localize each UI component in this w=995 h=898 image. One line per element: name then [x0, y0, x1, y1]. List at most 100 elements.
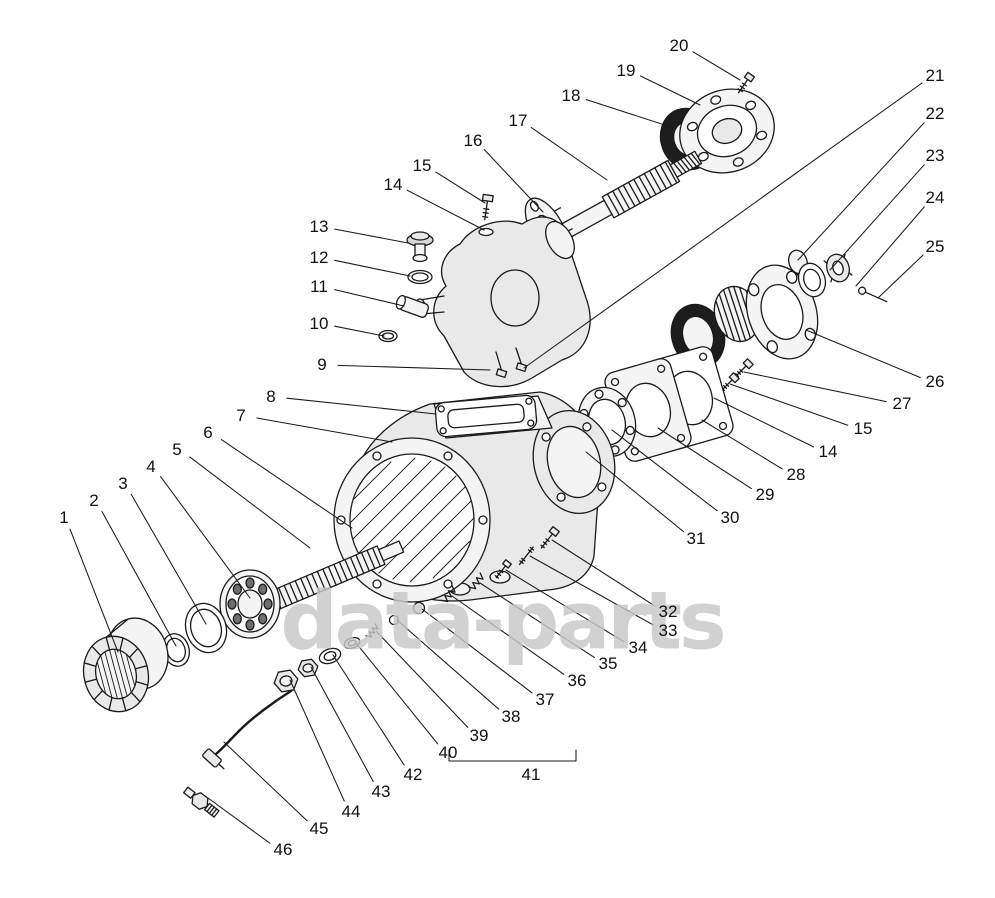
callout-17: 17 [508, 111, 528, 130]
callout-43: 43 [371, 782, 391, 801]
callout-28: 28 [786, 465, 806, 484]
leader-45 [223, 741, 308, 822]
leader-26 [805, 329, 921, 379]
callout-4: 4 [146, 457, 156, 476]
leader-24 [855, 206, 925, 287]
leader-40 [355, 642, 439, 745]
callout-19: 19 [616, 61, 636, 80]
leader-15b [729, 383, 849, 426]
callout-24: 24 [925, 188, 945, 207]
callout-6: 6 [203, 423, 213, 442]
leader-42 [332, 654, 405, 766]
leader-28 [701, 419, 783, 470]
bolt-32 [540, 526, 560, 549]
sealing-ring-12 [407, 269, 433, 285]
callout-10: 10 [309, 314, 329, 333]
union-fitting [183, 786, 220, 818]
leader-16 [483, 148, 544, 213]
callout-2: 2 [89, 491, 99, 510]
callout-20: 20 [669, 36, 689, 55]
leader-44 [289, 679, 345, 802]
callout-37: 37 [535, 690, 555, 709]
callout-23: 23 [925, 146, 945, 165]
ball-38 [388, 614, 400, 626]
callout-7: 7 [236, 406, 246, 425]
leader-37 [421, 608, 533, 694]
leader-4 [160, 476, 251, 599]
washer-42 [318, 647, 342, 665]
callout-8: 8 [266, 387, 276, 406]
callout-33: 33 [658, 621, 678, 640]
spring-39 [365, 623, 379, 638]
washer-40 [343, 636, 361, 650]
roller-bearing [219, 569, 281, 639]
leader-31 [585, 451, 685, 533]
callout-32: 32 [658, 602, 678, 621]
callout-5: 5 [172, 440, 182, 459]
callout-34: 34 [628, 638, 648, 657]
leader-30 [611, 429, 718, 512]
output-flange [679, 88, 775, 174]
callout-45: 45 [309, 819, 329, 838]
callout-18: 18 [561, 86, 581, 105]
leader-36 [451, 595, 565, 675]
leader-20 [692, 51, 741, 81]
callout-11: 11 [310, 277, 328, 296]
leader-11 [334, 289, 405, 307]
leader-5 [189, 456, 311, 549]
nut-43 [297, 658, 319, 678]
callout-27: 27 [892, 394, 912, 413]
cover-bolt [481, 193, 494, 221]
leader-25 [877, 254, 924, 299]
leader-18 [585, 99, 675, 129]
drive-shaft [555, 150, 703, 242]
callout-38: 38 [501, 707, 521, 726]
callout-39: 39 [469, 726, 489, 745]
callout-30: 30 [720, 508, 740, 527]
leader-32 [551, 539, 655, 607]
flange-bolt [737, 71, 756, 94]
callout-42: 42 [403, 765, 423, 784]
callout-16: 16 [463, 131, 483, 150]
wire-connector [202, 748, 225, 770]
callout-44: 44 [341, 802, 361, 821]
callout-3: 3 [118, 474, 128, 493]
leader-12 [334, 259, 411, 277]
lock-nut [823, 253, 853, 283]
callout-14b: 14 [818, 442, 838, 461]
cover-bolt-washer [478, 227, 494, 237]
gasket-ring-3 [184, 602, 228, 654]
callout-15: 15 [412, 156, 432, 175]
stud-33 [518, 546, 535, 566]
input-shaft [261, 540, 405, 614]
leader-lines [69, 51, 925, 844]
sealing-ring-2 [161, 633, 191, 667]
leader-14b [713, 397, 815, 448]
callout-40: 40 [438, 743, 458, 762]
callout-26: 26 [925, 372, 945, 391]
cover-housing [414, 216, 591, 388]
leader-8 [286, 397, 437, 415]
leader-9 [337, 364, 491, 371]
leader-38 [396, 619, 500, 710]
leader-34 [505, 569, 625, 643]
leader-10 [334, 325, 385, 337]
callout-31: 31 [686, 529, 706, 548]
leader-35 [479, 582, 596, 659]
leader-3 [130, 493, 207, 625]
ball-37 [412, 601, 426, 615]
leader-14 [406, 189, 485, 231]
callout-12: 12 [309, 248, 329, 267]
leader-21 [523, 82, 923, 369]
leader-29 [657, 427, 752, 490]
callout-36: 36 [567, 671, 587, 690]
elbow-tube [395, 294, 430, 318]
sealing-ring-10 [378, 329, 398, 343]
callout-46: 46 [273, 840, 293, 859]
callout-21: 21 [925, 66, 945, 85]
leader-43 [310, 666, 374, 783]
leader-15 [435, 171, 486, 204]
callout-1: 1 [59, 508, 69, 527]
